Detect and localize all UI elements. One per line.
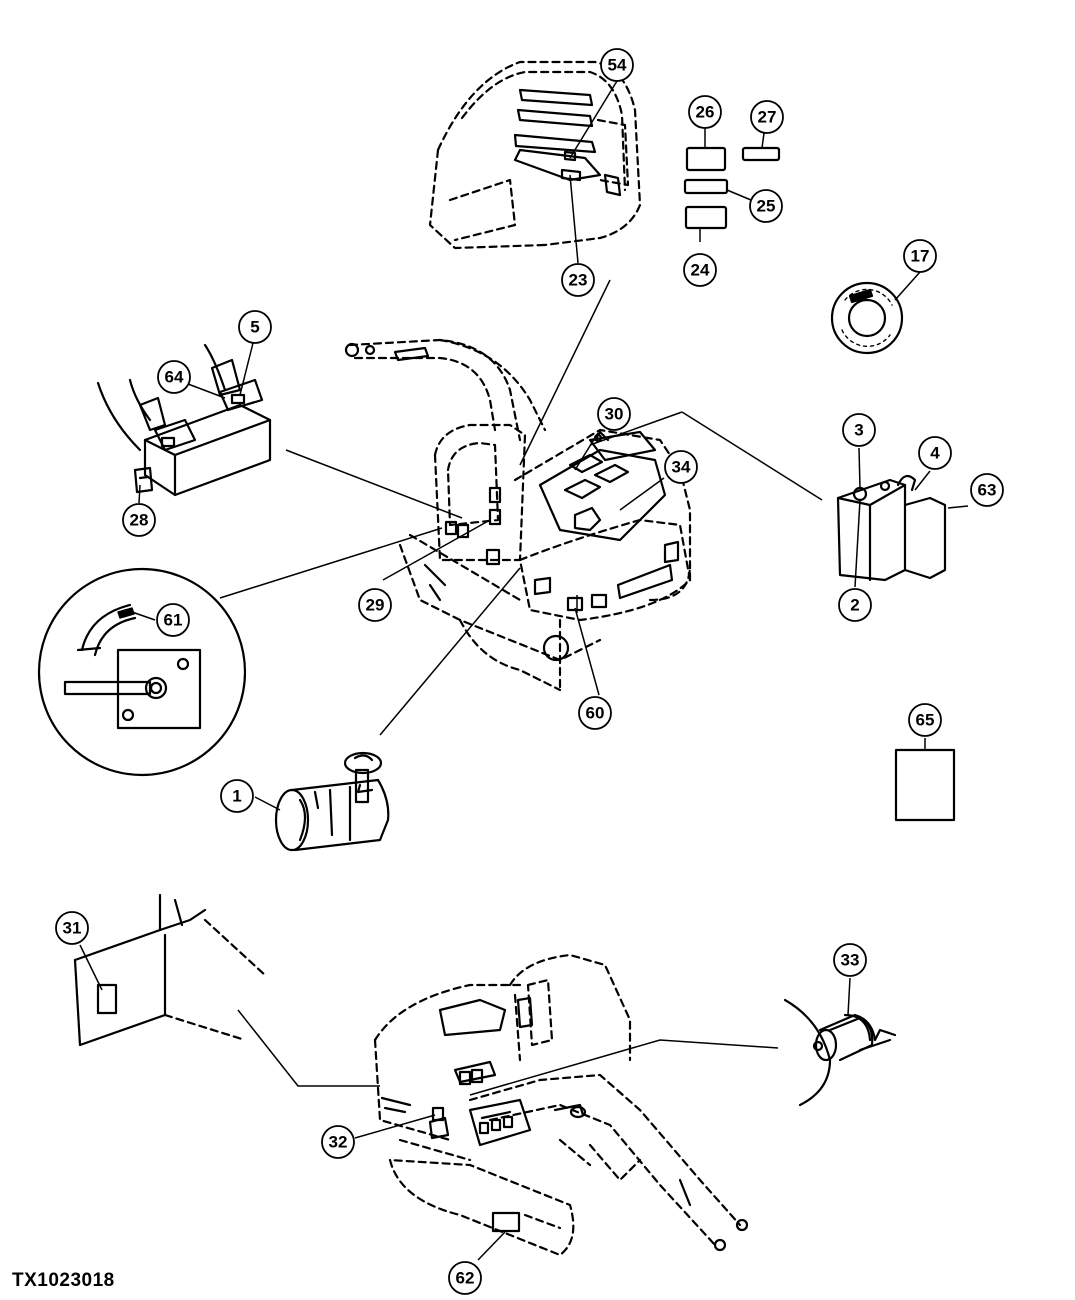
callout-25: 25: [749, 189, 783, 223]
callout-54-label: 54: [608, 56, 627, 75]
callout-64: 64: [157, 360, 191, 394]
callout-60-label: 60: [586, 704, 605, 723]
small-decals: [683, 146, 781, 230]
callout-28-label: 28: [130, 511, 149, 530]
callout-30: 30: [597, 397, 631, 431]
callout-1: 1: [220, 779, 254, 813]
callout-61-label: 61: [164, 611, 183, 630]
callout-24-label: 24: [691, 261, 710, 280]
decal-65-box: [894, 748, 956, 822]
excavator-bottom-drawing: [373, 953, 749, 1257]
callout-31-label: 31: [63, 919, 82, 938]
callout-65: 65: [908, 703, 942, 737]
detail-circle-61: [37, 567, 247, 777]
callout-32-label: 32: [329, 1133, 348, 1152]
callout-4-label: 4: [930, 444, 940, 463]
callout-5: 5: [238, 310, 272, 344]
callout-29-label: 29: [366, 596, 385, 615]
callouts: 54 23 26 27 25 24 17 5 64 28 30 34 29 60…: [55, 48, 1004, 1295]
callout-62: 62: [448, 1261, 482, 1295]
fuel-filter-drawing: [274, 751, 390, 852]
battery-drawing: [836, 474, 947, 582]
callout-65-label: 65: [916, 711, 935, 730]
callout-29: 29: [358, 588, 392, 622]
callout-32: 32: [321, 1125, 355, 1159]
callout-28: 28: [122, 503, 156, 537]
callout-17: 17: [903, 239, 937, 273]
callout-3: 3: [842, 413, 876, 447]
leader-lines: [79, 80, 969, 1261]
callout-27: 27: [750, 100, 784, 134]
callout-23-label: 23: [569, 271, 588, 290]
callout-33: 33: [833, 943, 867, 977]
callout-60: 60: [578, 696, 612, 730]
callout-61: 61: [156, 603, 190, 637]
callout-26-label: 26: [696, 103, 715, 122]
callout-31: 31: [55, 911, 89, 945]
callout-2: 2: [838, 588, 872, 622]
callout-23: 23: [561, 263, 595, 297]
callout-2-label: 2: [850, 596, 859, 615]
callout-25-label: 25: [757, 197, 776, 216]
callout-27-label: 27: [758, 108, 777, 127]
cab-drawing: [428, 60, 642, 250]
callout-1-label: 1: [232, 787, 241, 806]
callout-54: 54: [600, 48, 634, 82]
ring-decal-17: [830, 281, 904, 355]
callout-4: 4: [918, 436, 952, 470]
callout-24: 24: [683, 253, 717, 287]
callout-5-label: 5: [250, 318, 259, 337]
callout-64-label: 64: [165, 368, 184, 387]
callout-63: 63: [970, 473, 1004, 507]
excavator-main-drawing: [344, 338, 692, 692]
callout-17-label: 17: [911, 247, 930, 266]
callout-30-label: 30: [605, 405, 624, 424]
callout-26: 26: [688, 95, 722, 129]
callout-34-label: 34: [672, 458, 691, 477]
callout-33-label: 33: [841, 951, 860, 970]
callout-3-label: 3: [854, 421, 863, 440]
side-panel-drawing: [73, 893, 267, 1047]
callout-34: 34: [664, 450, 698, 484]
callout-63-label: 63: [978, 481, 997, 500]
figure-id: TX1023018: [12, 1270, 115, 1291]
horn-drawing: [783, 998, 897, 1107]
control-levers-drawing: [96, 343, 272, 497]
callout-62-label: 62: [456, 1269, 475, 1288]
